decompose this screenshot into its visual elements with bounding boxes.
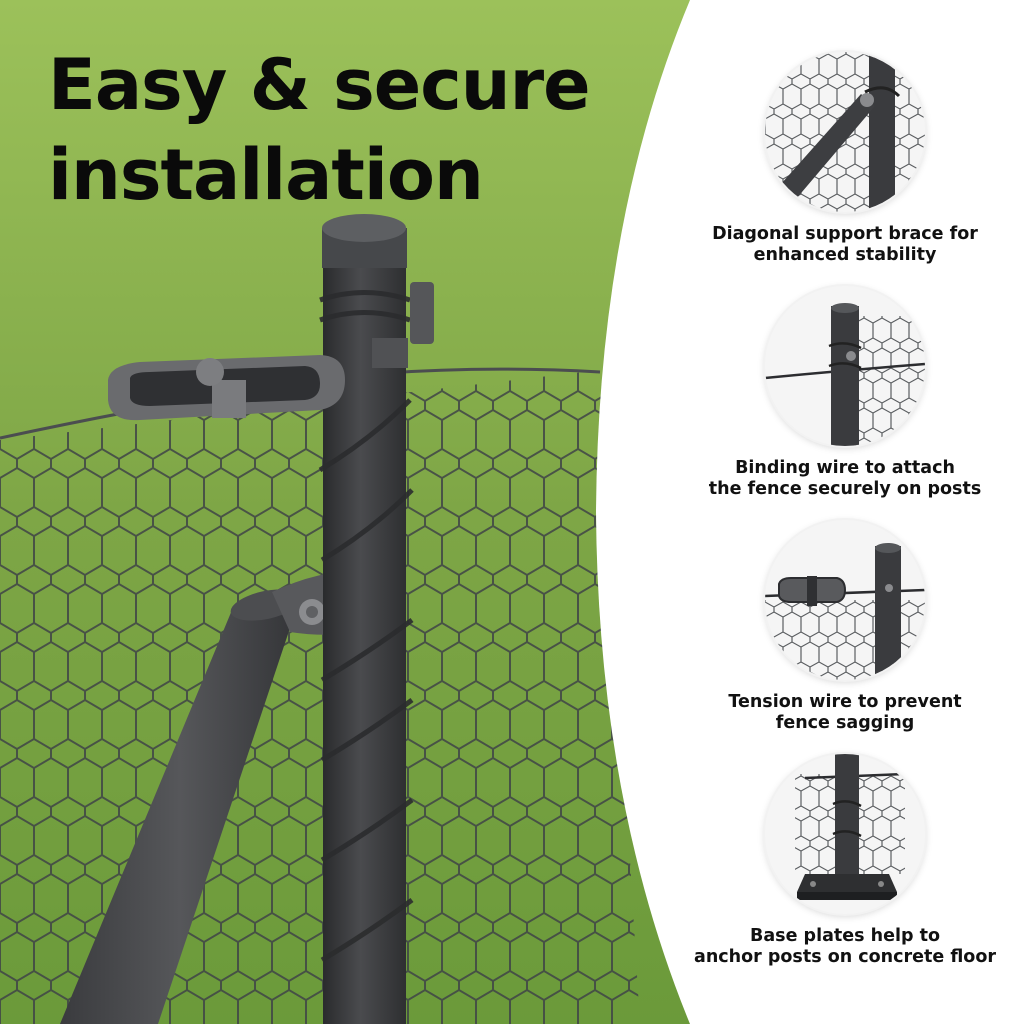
headline-line-1: Easy & secure xyxy=(48,44,591,126)
feature-list: Diagonal support brace for enhanced stab… xyxy=(680,0,1024,1024)
feature-tension-wire: Tension wire to prevent fence sagging xyxy=(680,520,1010,734)
feature-diagonal-brace: Diagonal support brace for enhanced stab… xyxy=(680,52,1010,266)
feature-caption: Tension wire to prevent fence sagging xyxy=(728,692,962,733)
feature-caption: Diagonal support brace for enhanced stab… xyxy=(712,224,978,265)
diagonal-brace-icon xyxy=(765,52,925,212)
feature-caption: Binding wire to attach the fence securel… xyxy=(708,458,982,499)
base-plate-icon xyxy=(765,754,925,914)
tension-wire-icon xyxy=(765,520,925,680)
feature-binding-wire: Binding wire to attach the fence securel… xyxy=(680,286,1010,500)
headline-line-2: installation xyxy=(48,134,484,216)
feature-base-plate: Base plates help to anchor posts on conc… xyxy=(680,754,1010,968)
headline: Easy & secure installation xyxy=(48,40,591,220)
binding-wire-icon xyxy=(765,286,925,446)
feature-caption: Base plates help to anchor posts on conc… xyxy=(694,926,996,967)
